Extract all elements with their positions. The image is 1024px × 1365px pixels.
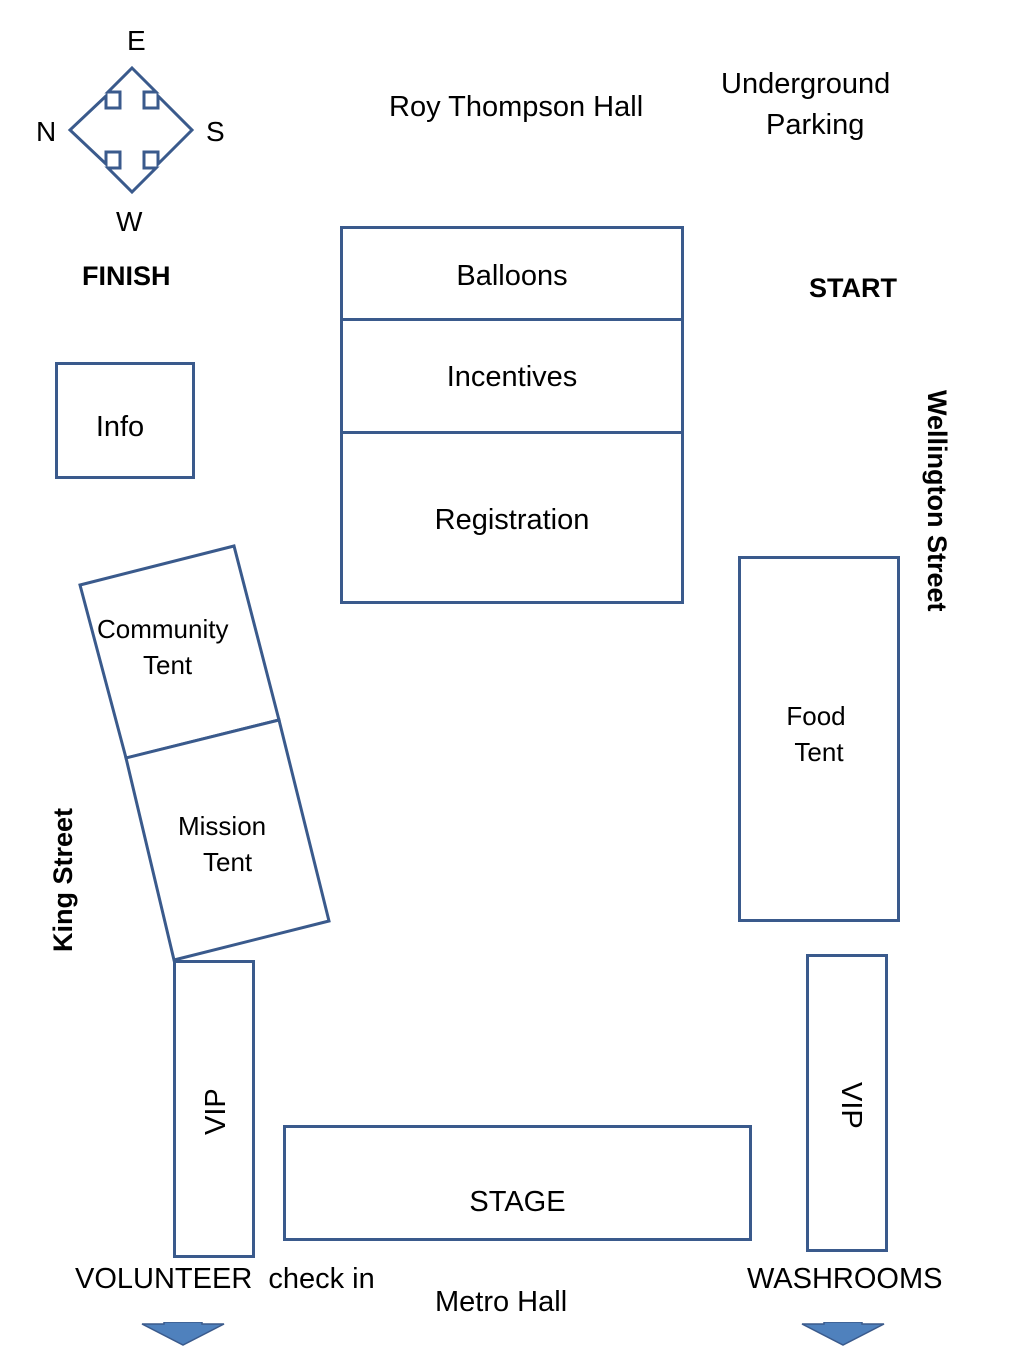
start-label: START <box>809 273 897 303</box>
compass-east: E <box>127 25 146 56</box>
down-arrow-icon <box>141 1322 225 1346</box>
community-tent-label-line1: Community <box>97 614 229 644</box>
food-tent-label-line2: Tent <box>794 737 844 767</box>
food-tent: Food Tent <box>738 556 900 922</box>
compass-west: W <box>116 206 143 237</box>
compass-south: S <box>206 116 225 147</box>
vip-right-tent: VIP <box>806 954 888 1252</box>
down-arrow-icon <box>801 1322 885 1346</box>
community-mission-tents-outline <box>78 544 331 962</box>
vip-left-label: VIP <box>200 1088 232 1135</box>
mission-tent-label-line1: Mission <box>178 811 267 841</box>
incentives-label: Incentives <box>446 361 578 393</box>
info-tent: Info <box>55 362 195 479</box>
wellington-street-label: Wellington Street <box>922 390 952 612</box>
stage: STAGE <box>283 1125 752 1241</box>
compass-north: N <box>36 116 57 147</box>
mission-tent-label-line2: Tent <box>203 847 253 877</box>
food-tent-label-line1: Food <box>786 701 846 731</box>
king-street-label: King Street <box>48 807 78 952</box>
incentives-tent: Incentives <box>340 318 684 434</box>
roy-thompson-hall-label: Roy Thompson Hall <box>389 91 644 123</box>
community-tent-label-line2: Tent <box>143 650 193 680</box>
finish-label: FINISH <box>82 261 171 291</box>
metro-hall-label: Metro Hall <box>435 1286 568 1318</box>
washrooms-label: WASHROOMS <box>747 1263 943 1295</box>
balloons-tent: Balloons <box>340 226 684 321</box>
info-label: Info <box>95 411 145 443</box>
balloons-label: Balloons <box>456 260 568 292</box>
registration-tent: Registration <box>340 431 684 604</box>
registration-label: Registration <box>434 504 590 536</box>
underground-parking-label-line1: Underground <box>721 68 891 100</box>
underground-parking-label-line2: Parking <box>766 109 865 141</box>
stage-label: STAGE <box>469 1186 566 1218</box>
vip-right-label: VIP <box>835 1082 867 1129</box>
vip-left-tent: VIP <box>173 960 255 1258</box>
compass-arrows-icon <box>67 65 195 195</box>
volunteer-check-in-label: VOLUNTEER check in <box>75 1263 375 1295</box>
